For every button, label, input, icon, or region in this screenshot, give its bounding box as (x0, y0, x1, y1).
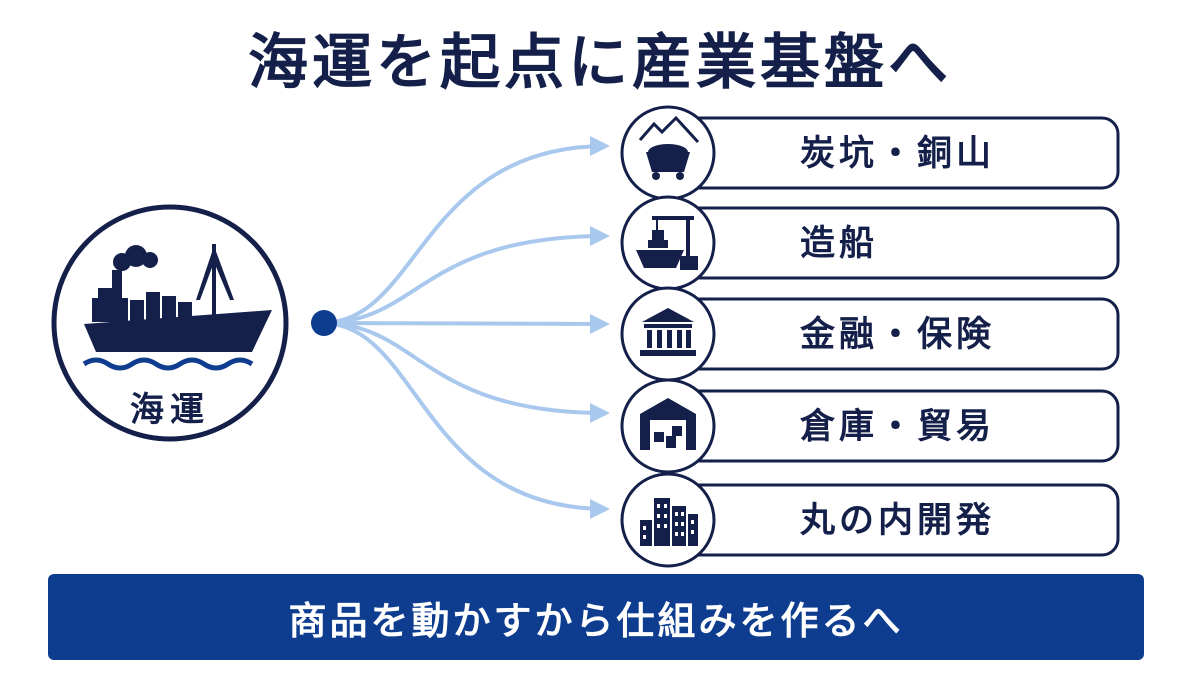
item-label-4: 倉庫・貿易 (800, 407, 996, 447)
connector-arrows (321, 136, 610, 519)
office-buildings-icon (640, 498, 698, 546)
page-title: 海運を起点に産業基盤へ (248, 28, 952, 98)
arrow-to-item-2 (321, 226, 610, 325)
item-label-2: 造船 (800, 224, 879, 264)
item-label-1: 炭坑・銅山 (800, 134, 996, 174)
banner-text: 商品を動かすから仕組みを作るへ (288, 598, 904, 643)
bank-building-icon (640, 308, 696, 356)
wave-icon (82, 357, 254, 371)
hub-connector-dot (311, 310, 337, 336)
item-label-3: 金融・保険 (800, 315, 996, 355)
item-label-5: 丸の内開発 (800, 501, 996, 541)
warehouse-icon (640, 398, 696, 450)
hub-label: 海運 (130, 390, 210, 430)
summary-banner: 商品を動かすから仕組みを作るへ (48, 574, 1144, 660)
mine-cart-mountain-icon (638, 115, 700, 180)
item-pills (678, 116, 1120, 557)
arrow-to-item-5 (321, 321, 610, 519)
shipyard-crane-icon (636, 216, 698, 270)
cargo-ship-icon (84, 244, 272, 352)
arrow-to-item-3 (321, 313, 610, 334)
arrow-to-item-1 (321, 136, 610, 325)
arrow-to-item-4 (321, 321, 610, 423)
